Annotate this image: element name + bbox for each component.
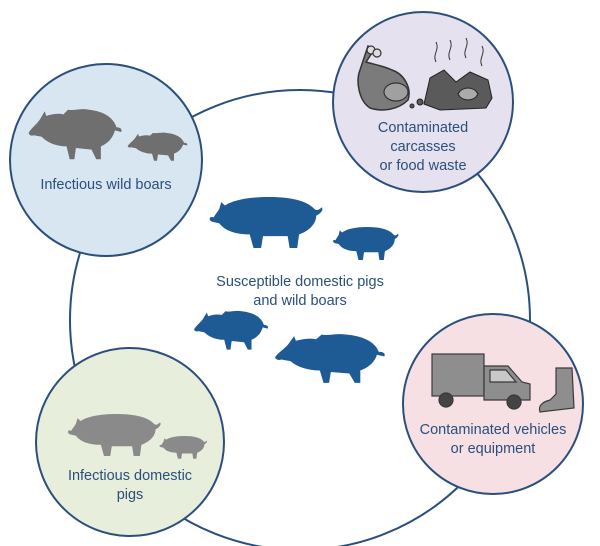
truck-icon xyxy=(431,353,531,410)
vehicles-label-line-2: or equipment xyxy=(450,441,536,457)
node-infectious-domestic-pigs xyxy=(35,347,225,537)
node-contaminated-vehicles xyxy=(402,313,584,495)
carcasses-label-line-2: carcasses xyxy=(390,139,456,155)
wild-boars-label-line-1: Infectious wild boars xyxy=(40,177,172,193)
domestic-pigs-label-line-1: Infectious domestic xyxy=(67,468,193,484)
carcasses-label: Contaminated carcasses or food waste xyxy=(343,119,503,176)
vehicles-label-line-1: Contaminated vehicles xyxy=(419,422,567,438)
carcasses-label-line-3: or food waste xyxy=(379,158,467,174)
boot-icon xyxy=(538,367,575,413)
node-infectious-wild-boars xyxy=(9,63,203,257)
node-circle xyxy=(9,63,203,257)
vehicles-label: Contaminated vehicles or equipment xyxy=(408,421,578,459)
food-waste-icon xyxy=(409,37,493,111)
domestic-pigs-label: Infectious domestic pigs xyxy=(50,467,210,505)
node-contaminated-carcasses xyxy=(332,11,514,193)
wild-boars-label: Infectious wild boars xyxy=(16,176,196,195)
carcasses-label-line-1: Contaminated xyxy=(377,120,469,136)
domestic-pigs-label-line-2: pigs xyxy=(116,487,144,503)
center-label-line-2: and wild boars xyxy=(253,293,347,309)
meat-icon xyxy=(357,44,410,111)
center-label-line-1: Susceptible domestic pigs xyxy=(216,274,384,290)
center-label: Susceptible domestic pigs and wild boars xyxy=(150,273,450,311)
